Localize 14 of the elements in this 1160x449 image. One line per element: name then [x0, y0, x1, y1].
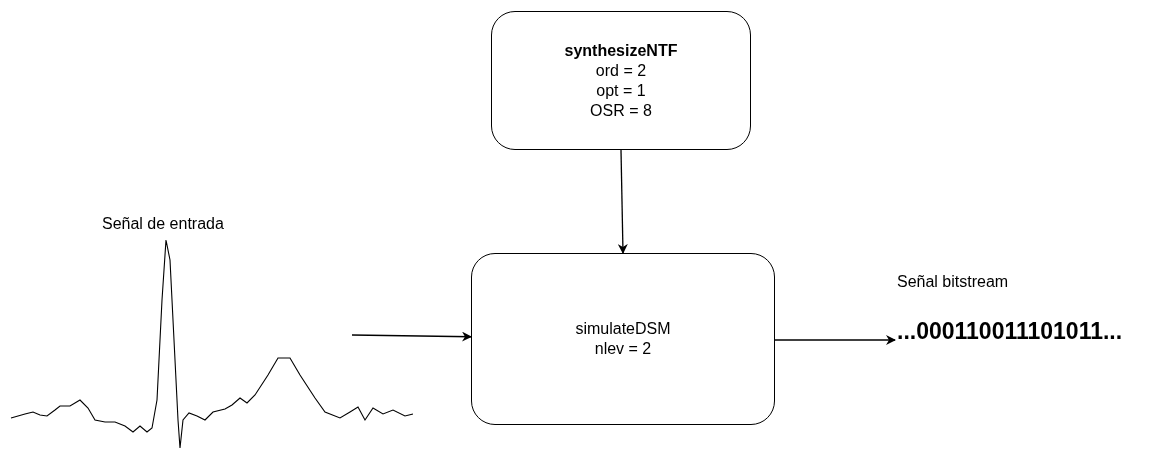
parameter-text: opt = 1 [596, 80, 646, 101]
box-heading: simulateDSM [575, 319, 671, 339]
arrow [774, 335, 896, 345]
box-heading: synthesizeNTF [564, 40, 678, 61]
bitstream-text: ...000110011101011... [897, 316, 1123, 346]
parameter-text: nlev = 2 [594, 339, 652, 359]
parameter-text: OSR = 8 [590, 100, 652, 121]
parameter-text: ord = 2 [595, 60, 647, 81]
signal-caption: Señal de entrada [102, 214, 224, 234]
arrow [351, 331, 472, 342]
caption-text: Señal bitstream [897, 272, 1009, 292]
process-box [491, 11, 751, 150]
process-box [471, 253, 775, 425]
arrow [617, 149, 628, 254]
